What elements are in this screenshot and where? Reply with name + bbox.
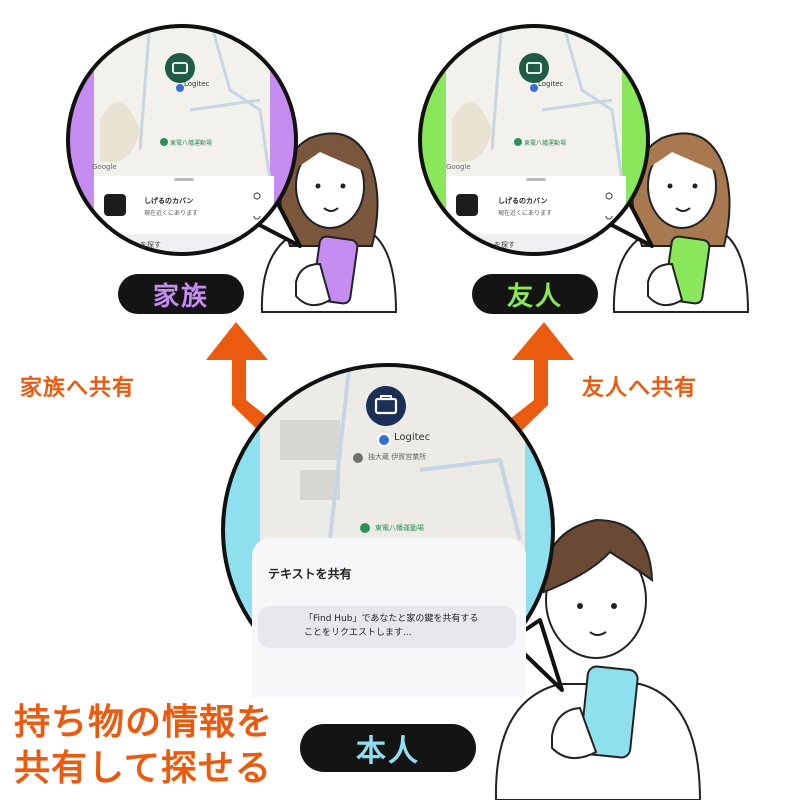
place-label: 東電八幡運動場: [524, 140, 567, 147]
friend-map-bubble: [418, 24, 654, 256]
catch-line-2: 共有して探せる: [14, 748, 272, 789]
family-person: [260, 132, 398, 313]
place-label-ground: 東電八幡運動場: [375, 524, 424, 532]
device-label: Logitec: [538, 80, 564, 88]
family-map-bubble: [66, 24, 302, 256]
self-pill: 本人: [300, 724, 476, 772]
place-label: 東電八幡運動場: [170, 140, 213, 147]
share-sheet-title: テキストを共有: [268, 567, 352, 581]
catch-copy: 持ち物の情報を 共有して探せる: [14, 700, 273, 792]
share-message-box[interactable]: [258, 606, 516, 648]
item-name: しげるのカバン: [498, 197, 548, 205]
share-to-family-label: 家族へ共有: [20, 376, 136, 401]
share-to-friend-label: 友人へ共有: [582, 376, 698, 401]
google-logo-text: Google: [446, 163, 471, 171]
item-name: しげるのカバン: [144, 197, 194, 205]
catch-line-1: 持ち物の情報を: [14, 702, 274, 743]
find-action[interactable]: を探す: [140, 241, 161, 249]
google-logo-text: Google: [92, 163, 117, 171]
self-person: [494, 518, 702, 800]
share-message-text: 「Find Hub」であなたと家の鍵を共有することをリクエストします...: [304, 614, 479, 638]
place-label-office: 独大蔵 伊賀営業所: [368, 453, 427, 461]
device-label: Logitec: [394, 432, 431, 443]
item-status: 現在近くにあります: [144, 210, 199, 217]
friend-person: [612, 132, 750, 313]
family-pill: 家族: [118, 274, 244, 314]
arrow-to-friend: [496, 322, 574, 440]
device-label: Logitec: [184, 80, 210, 88]
friend-pill: 友人: [472, 274, 598, 314]
arrow-to-family: [206, 322, 284, 440]
item-status: 現在近くにあります: [498, 210, 553, 217]
find-action[interactable]: を探す: [494, 241, 515, 249]
